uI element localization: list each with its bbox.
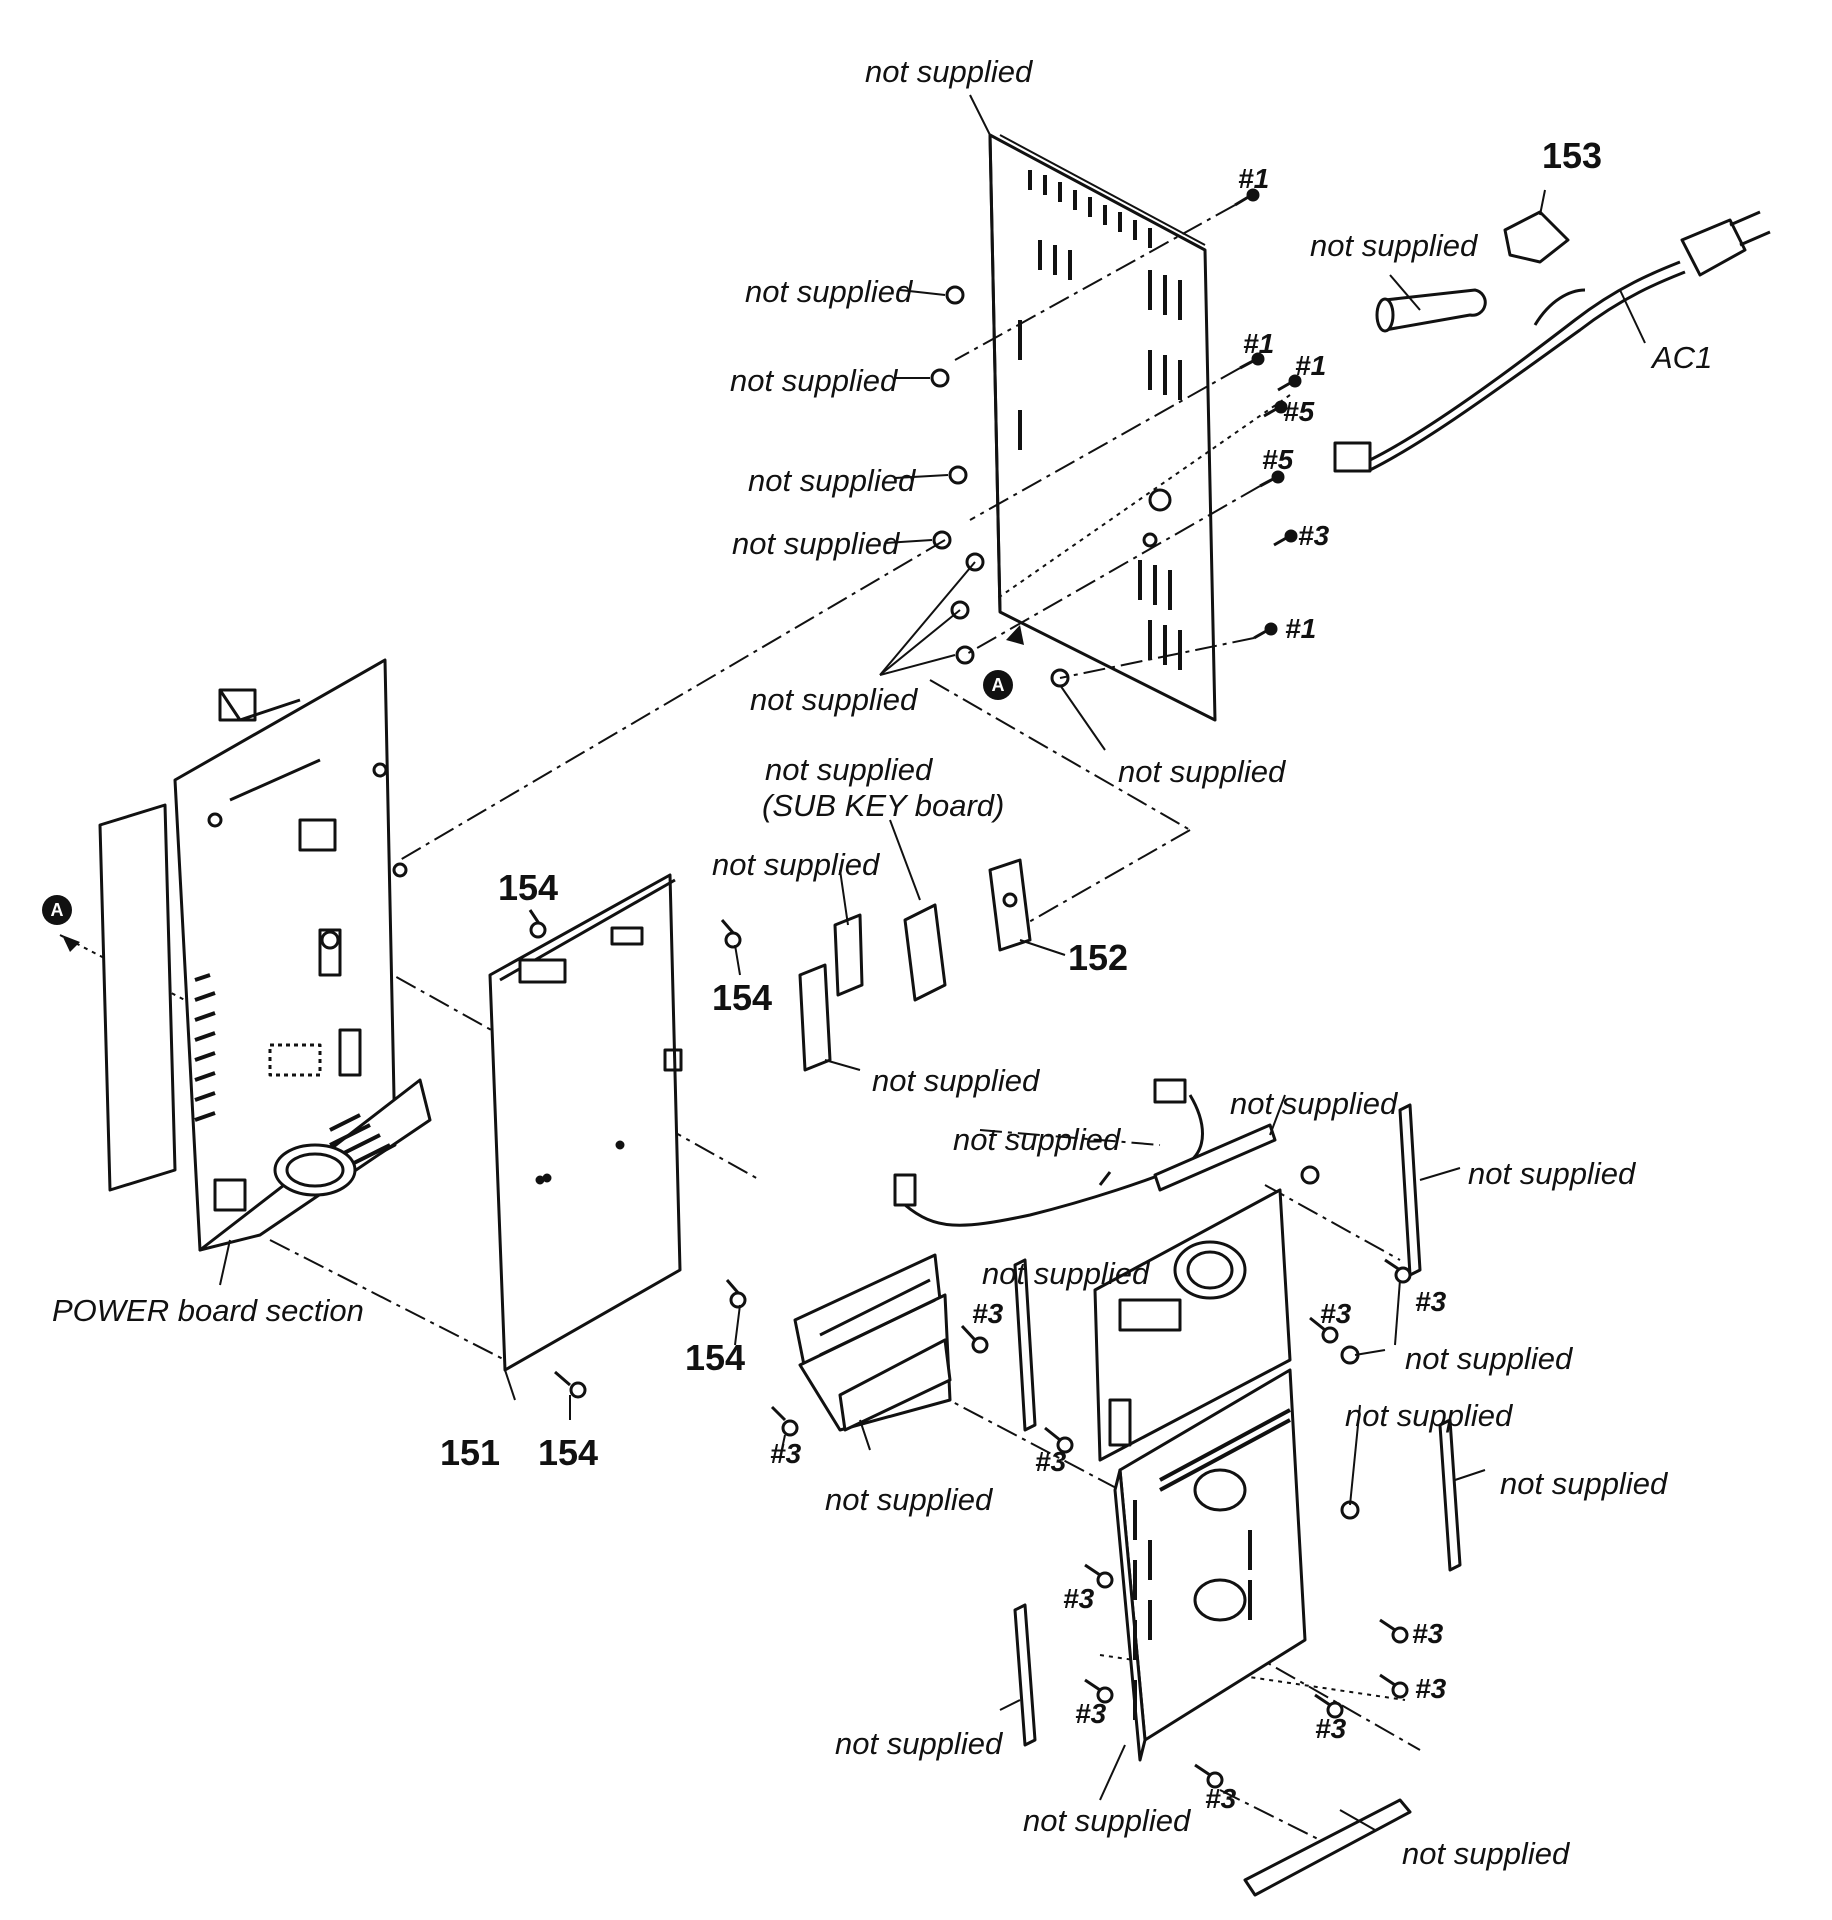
label-not-supplied-heatsink: not supplied bbox=[825, 1482, 993, 1517]
screw-ref-3-frame-bottom-right: #3 bbox=[1315, 1713, 1347, 1744]
tube bbox=[1375, 288, 1487, 333]
screw-ref-3-bracket-bottom: #3 bbox=[770, 1438, 802, 1469]
screw-ref-3-frame-mid-left: #3 bbox=[1063, 1583, 1095, 1614]
label-not-supplied-cable: not supplied bbox=[953, 1122, 1121, 1157]
label-not-supplied-washer-7: not supplied bbox=[1345, 1398, 1513, 1433]
insulation-sheets bbox=[1013, 1103, 1462, 1897]
label-not-supplied-bottom-sheet: not supplied bbox=[1402, 1836, 1570, 1871]
label-not-supplied-sheet-left-1: not supplied bbox=[982, 1256, 1150, 1291]
part-number-152: 152 bbox=[1068, 937, 1129, 978]
sub-key-board bbox=[798, 858, 1032, 1072]
rear-panel-fasteners bbox=[930, 188, 1302, 688]
label-not-supplied-sheet-right-2: not supplied bbox=[1500, 1466, 1668, 1501]
label-sub-key-board: (SUB KEY board) bbox=[762, 788, 1005, 823]
ac-cord bbox=[1333, 210, 1771, 473]
screw-ref-5-b: #5 bbox=[1262, 444, 1294, 475]
screw-ref-3-frame-center: #3 bbox=[1320, 1298, 1352, 1329]
board-151-screws bbox=[528, 909, 747, 1399]
bracket-screws bbox=[770, 1324, 989, 1437]
label-power-board-section: POWER board section bbox=[52, 1293, 364, 1328]
reference-marker-a-upper: A bbox=[983, 670, 1013, 700]
label-not-supplied-bottom-frame: not supplied bbox=[1023, 1803, 1191, 1838]
cable-connector bbox=[893, 1078, 1204, 1227]
power-board-chassis bbox=[98, 658, 432, 1252]
label-not-supplied-bracket-small: not supplied bbox=[872, 1063, 1040, 1098]
label-not-supplied-rear-panel: not supplied bbox=[865, 54, 1033, 89]
part-number-154-right-top: 154 bbox=[712, 977, 773, 1018]
part-number-154-right-bottom: 154 bbox=[685, 1337, 746, 1378]
part-number-154-bottom: 154 bbox=[538, 1432, 599, 1473]
board-151 bbox=[488, 873, 683, 1372]
rear-panel bbox=[988, 133, 1217, 722]
label-not-supplied-tube: not supplied bbox=[1310, 228, 1478, 263]
arrow-a-upper bbox=[1006, 625, 1024, 645]
screw-ref-3-bracket-top: #3 bbox=[972, 1298, 1004, 1329]
label-not-supplied-sheet-left-2: not supplied bbox=[835, 1726, 1003, 1761]
label-ac1: AC1 bbox=[1652, 340, 1713, 375]
screw-ref-3-frame-mid-right: #3 bbox=[1412, 1618, 1444, 1649]
screw-ref-3-frame-bottom: #3 bbox=[1205, 1783, 1237, 1814]
screw-ref-3-frame-left: #3 bbox=[1035, 1446, 1067, 1477]
screw-ref-1-top: #1 bbox=[1238, 163, 1270, 194]
label-not-supplied-washers-group: not supplied bbox=[750, 682, 918, 717]
leader-lines bbox=[219, 94, 1646, 1831]
reference-marker-a-left: A bbox=[42, 895, 72, 925]
screw-ref-3-top: #3 bbox=[1298, 520, 1330, 551]
bottom-frame-screws bbox=[1044, 1165, 1412, 1789]
label-not-supplied-washer-1: not supplied bbox=[745, 274, 913, 309]
part-number-154-top: 154 bbox=[498, 867, 559, 908]
screw-ref-1-a: #1 bbox=[1243, 328, 1275, 359]
part-number-151: 151 bbox=[440, 1432, 501, 1473]
screw-ref-1-bottom: #1 bbox=[1285, 613, 1317, 644]
screw-ref-3-frame-lower-left: #3 bbox=[1075, 1698, 1107, 1729]
part-number-153: 153 bbox=[1542, 135, 1603, 176]
label-not-supplied-sheet-right-1: not supplied bbox=[1468, 1156, 1636, 1191]
label-not-supplied-sub-key: not supplied bbox=[765, 752, 933, 787]
heatsink-bracket bbox=[793, 1253, 952, 1432]
screw-ref-3-frame-lower-right: #3 bbox=[1415, 1673, 1447, 1704]
label-not-supplied-washer-5: not supplied bbox=[1118, 754, 1286, 789]
label-not-supplied-pad: not supplied bbox=[712, 847, 880, 882]
label-not-supplied-washer-6: not supplied bbox=[1405, 1341, 1573, 1376]
screw-ref-1-b: #1 bbox=[1295, 350, 1327, 381]
label-not-supplied-washer-3: not supplied bbox=[748, 463, 916, 498]
label-not-supplied-sheet-top: not supplied bbox=[1230, 1086, 1398, 1121]
assembly-lines bbox=[269, 204, 1421, 1851]
label-not-supplied-washer-2: not supplied bbox=[730, 363, 898, 398]
arrow-a-left bbox=[62, 935, 80, 952]
screw-ref-3-frame-right: #3 bbox=[1415, 1286, 1447, 1317]
bottom-chassis-frame bbox=[1093, 1188, 1307, 1762]
screw-ref-5-a: #5 bbox=[1283, 396, 1315, 427]
label-not-supplied-washer-4: not supplied bbox=[732, 526, 900, 561]
